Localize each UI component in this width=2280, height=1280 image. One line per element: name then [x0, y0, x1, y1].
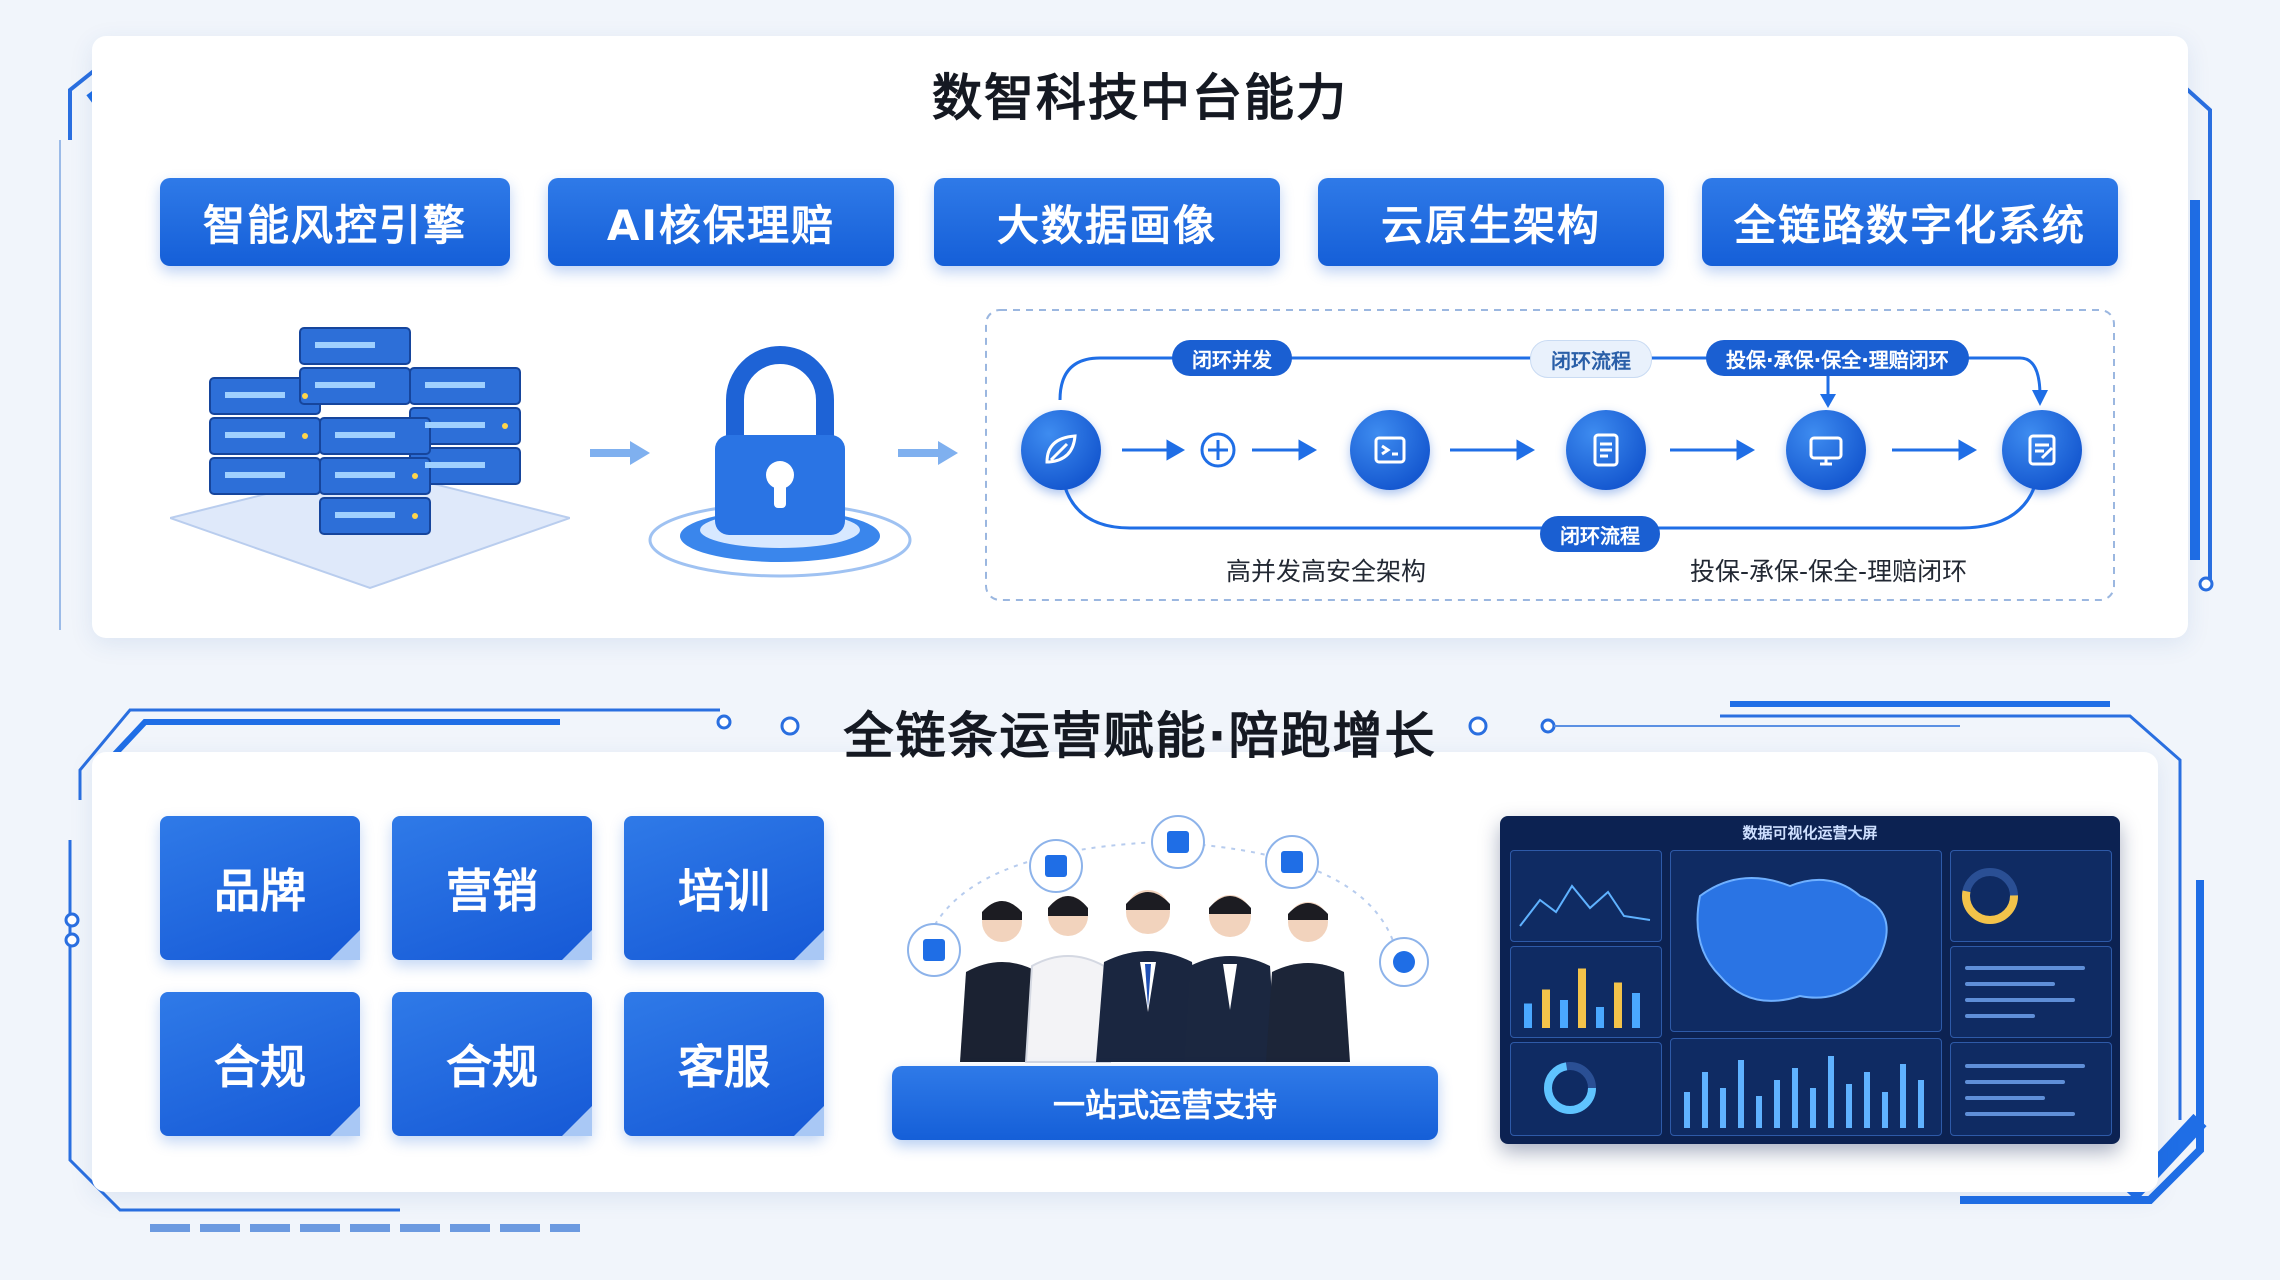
- leaf-icon: [1045, 434, 1077, 464]
- service-compliance-2[interactable]: 合规: [392, 992, 592, 1136]
- capability-full-chain-digital[interactable]: 全链路数字化系统: [1702, 178, 2118, 266]
- dashboard-list-line: [1965, 966, 2085, 970]
- form-edit-icon: [2028, 434, 2056, 466]
- dashboard-bar: [1684, 1092, 1690, 1128]
- dashboard-bar: [1702, 1072, 1708, 1128]
- dashboard-list-panel: [1950, 946, 2112, 1038]
- flow-pill-process-top: 闭环流程: [1530, 340, 1652, 378]
- dashboard-title: 数据可视化运营大屏: [1742, 824, 1878, 842]
- code-icon: [1374, 436, 1406, 464]
- dashboard-list-panel-2: [1950, 1042, 2112, 1136]
- dashboard-bar: [1882, 1092, 1888, 1128]
- dashboard-list-line: [1965, 1096, 2045, 1100]
- dashboard-list-line: [1965, 998, 2075, 1002]
- dashboard-bar: [1738, 1060, 1744, 1128]
- padlock-icon: [648, 346, 912, 578]
- capability-big-data-profile[interactable]: 大数据画像: [934, 178, 1280, 266]
- dashboard-bar: [1810, 1088, 1816, 1128]
- one-stop-support-button[interactable]: 一站式运营支持: [892, 1066, 1438, 1140]
- dashboard-bar: [1596, 1007, 1604, 1028]
- flow-pill-insurance-loop: 投保·承保·保全·理赔闭环: [1706, 340, 1969, 376]
- dashboard-list-line: [1965, 1064, 2085, 1068]
- server-stack-icon: [170, 327, 570, 590]
- dashboard-graphics: [1519, 868, 2018, 1128]
- monitor-icon: [1809, 436, 1843, 466]
- dashboard-bar: [1828, 1056, 1834, 1128]
- dashboard-bar: [1578, 968, 1586, 1028]
- team-illustration: [907, 815, 1429, 1063]
- document-icon: [1593, 433, 1619, 467]
- dashboard-bottom-bars-panel: [1670, 1038, 1942, 1136]
- top-section-title: 数智科技中台能力: [932, 69, 1348, 127]
- dashboard-bar: [1756, 1096, 1762, 1128]
- dashboard-donut-panel: [1510, 1042, 1662, 1136]
- dashboard-line-panel: [1510, 850, 1662, 942]
- dashboard-bar: [1614, 982, 1622, 1028]
- service-marketing[interactable]: 营销: [392, 816, 592, 960]
- flow-node-service: [1786, 410, 1866, 490]
- service-compliance[interactable]: 合规: [160, 992, 360, 1136]
- dashboard-bar: [1560, 1000, 1568, 1028]
- flow-pill-process-bottom: 闭环流程: [1540, 516, 1660, 552]
- dashboard-gauge-panel: [1950, 850, 2112, 942]
- service-brand[interactable]: 品牌: [160, 816, 360, 960]
- dashboard-bar: [1720, 1088, 1726, 1128]
- flow-caption-architecture: 高并发高安全架构: [1226, 557, 1427, 586]
- dashboard-bar: [1864, 1072, 1870, 1128]
- dashboard-bar: [1846, 1084, 1852, 1128]
- capability-risk-engine[interactable]: 智能风控引擎: [160, 178, 510, 266]
- arrow-right-icon: [898, 441, 958, 465]
- service-training[interactable]: 培训: [624, 816, 824, 960]
- flow-caption-insurance-loop: 投保-承保-保全-理赔闭环: [1690, 557, 1968, 586]
- flow-pill-concurrency: 闭环并发: [1172, 340, 1292, 376]
- capability-ai-underwriting[interactable]: AI核保理赔: [548, 178, 894, 266]
- dashboard-list-line: [1965, 982, 2055, 986]
- dashboard-list-line: [1965, 1014, 2035, 1018]
- dashboard-bar: [1918, 1080, 1924, 1128]
- capability-cloud-native[interactable]: 云原生架构: [1318, 178, 1664, 266]
- dashboard-list-line: [1965, 1112, 2075, 1116]
- arrow-right-icon: [590, 441, 650, 465]
- dashboard-bar: [1774, 1080, 1780, 1128]
- dashboard-bar: [1524, 1003, 1532, 1028]
- dashboard-bar: [1792, 1068, 1798, 1128]
- dashboard-bar: [1542, 989, 1550, 1028]
- dashboard-screen: 数据可视化运营大屏: [1500, 816, 2120, 1144]
- service-customer-service[interactable]: 客服: [624, 992, 824, 1136]
- dashboard-bar: [1900, 1064, 1906, 1128]
- dashboard-bar: [1632, 993, 1640, 1028]
- dashboard-list-line: [1965, 1080, 2065, 1084]
- bottom-section-title: 全链条运营赋能·陪跑增长: [843, 707, 1437, 765]
